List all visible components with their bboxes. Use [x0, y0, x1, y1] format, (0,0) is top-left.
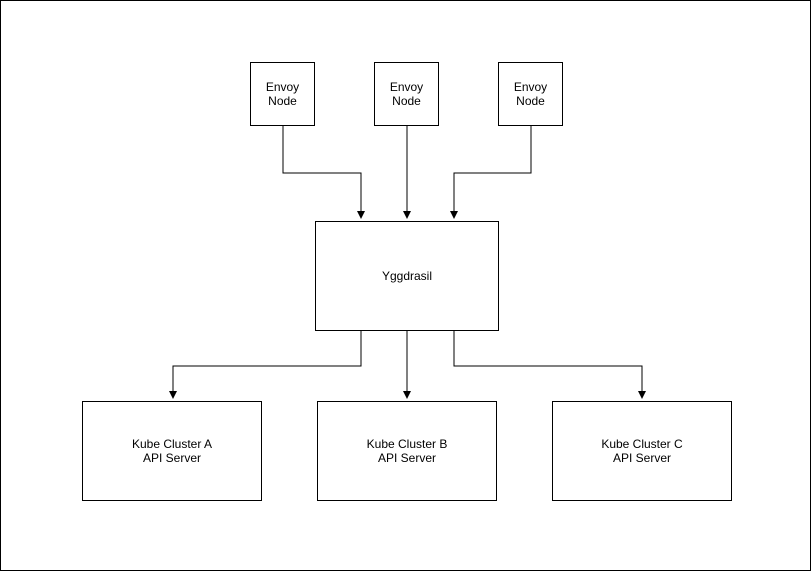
envoy-node-1[interactable]: Envoy Node [250, 62, 315, 126]
kube-cluster-c-line1: Kube Cluster C [601, 437, 683, 451]
edge-yggdrasil-to-cluster-a [169, 331, 362, 399]
edge-yggdrasil-to-cluster-c [453, 331, 646, 399]
kube-cluster-b-line2: API Server [377, 451, 437, 465]
edge-envoy-1-to-yggdrasil [282, 126, 365, 219]
envoy-node-3[interactable]: Envoy Node [498, 62, 563, 126]
yggdrasil-node[interactable]: Yggdrasil [315, 221, 499, 331]
envoy-node-1-line2: Node [268, 94, 297, 108]
kube-cluster-c-line2: API Server [612, 451, 672, 465]
yggdrasil-label: Yggdrasil [381, 269, 433, 283]
kube-cluster-c-node[interactable]: Kube Cluster C API Server [552, 401, 732, 501]
envoy-node-3-line2: Node [516, 94, 545, 108]
edge-envoy-3-to-yggdrasil [450, 126, 532, 219]
kube-cluster-a-line2: API Server [142, 451, 202, 465]
kube-cluster-b-node[interactable]: Kube Cluster B API Server [317, 401, 497, 501]
envoy-node-1-line1: Envoy [265, 80, 300, 94]
envoy-node-2-line1: Envoy [389, 80, 424, 94]
envoy-node-3-line1: Envoy [513, 80, 548, 94]
envoy-node-2[interactable]: Envoy Node [374, 62, 439, 126]
kube-cluster-a-node[interactable]: Kube Cluster A API Server [82, 401, 262, 501]
envoy-node-2-line2: Node [392, 94, 421, 108]
kube-cluster-b-line1: Kube Cluster B [366, 437, 448, 451]
kube-cluster-a-line1: Kube Cluster A [131, 437, 213, 451]
